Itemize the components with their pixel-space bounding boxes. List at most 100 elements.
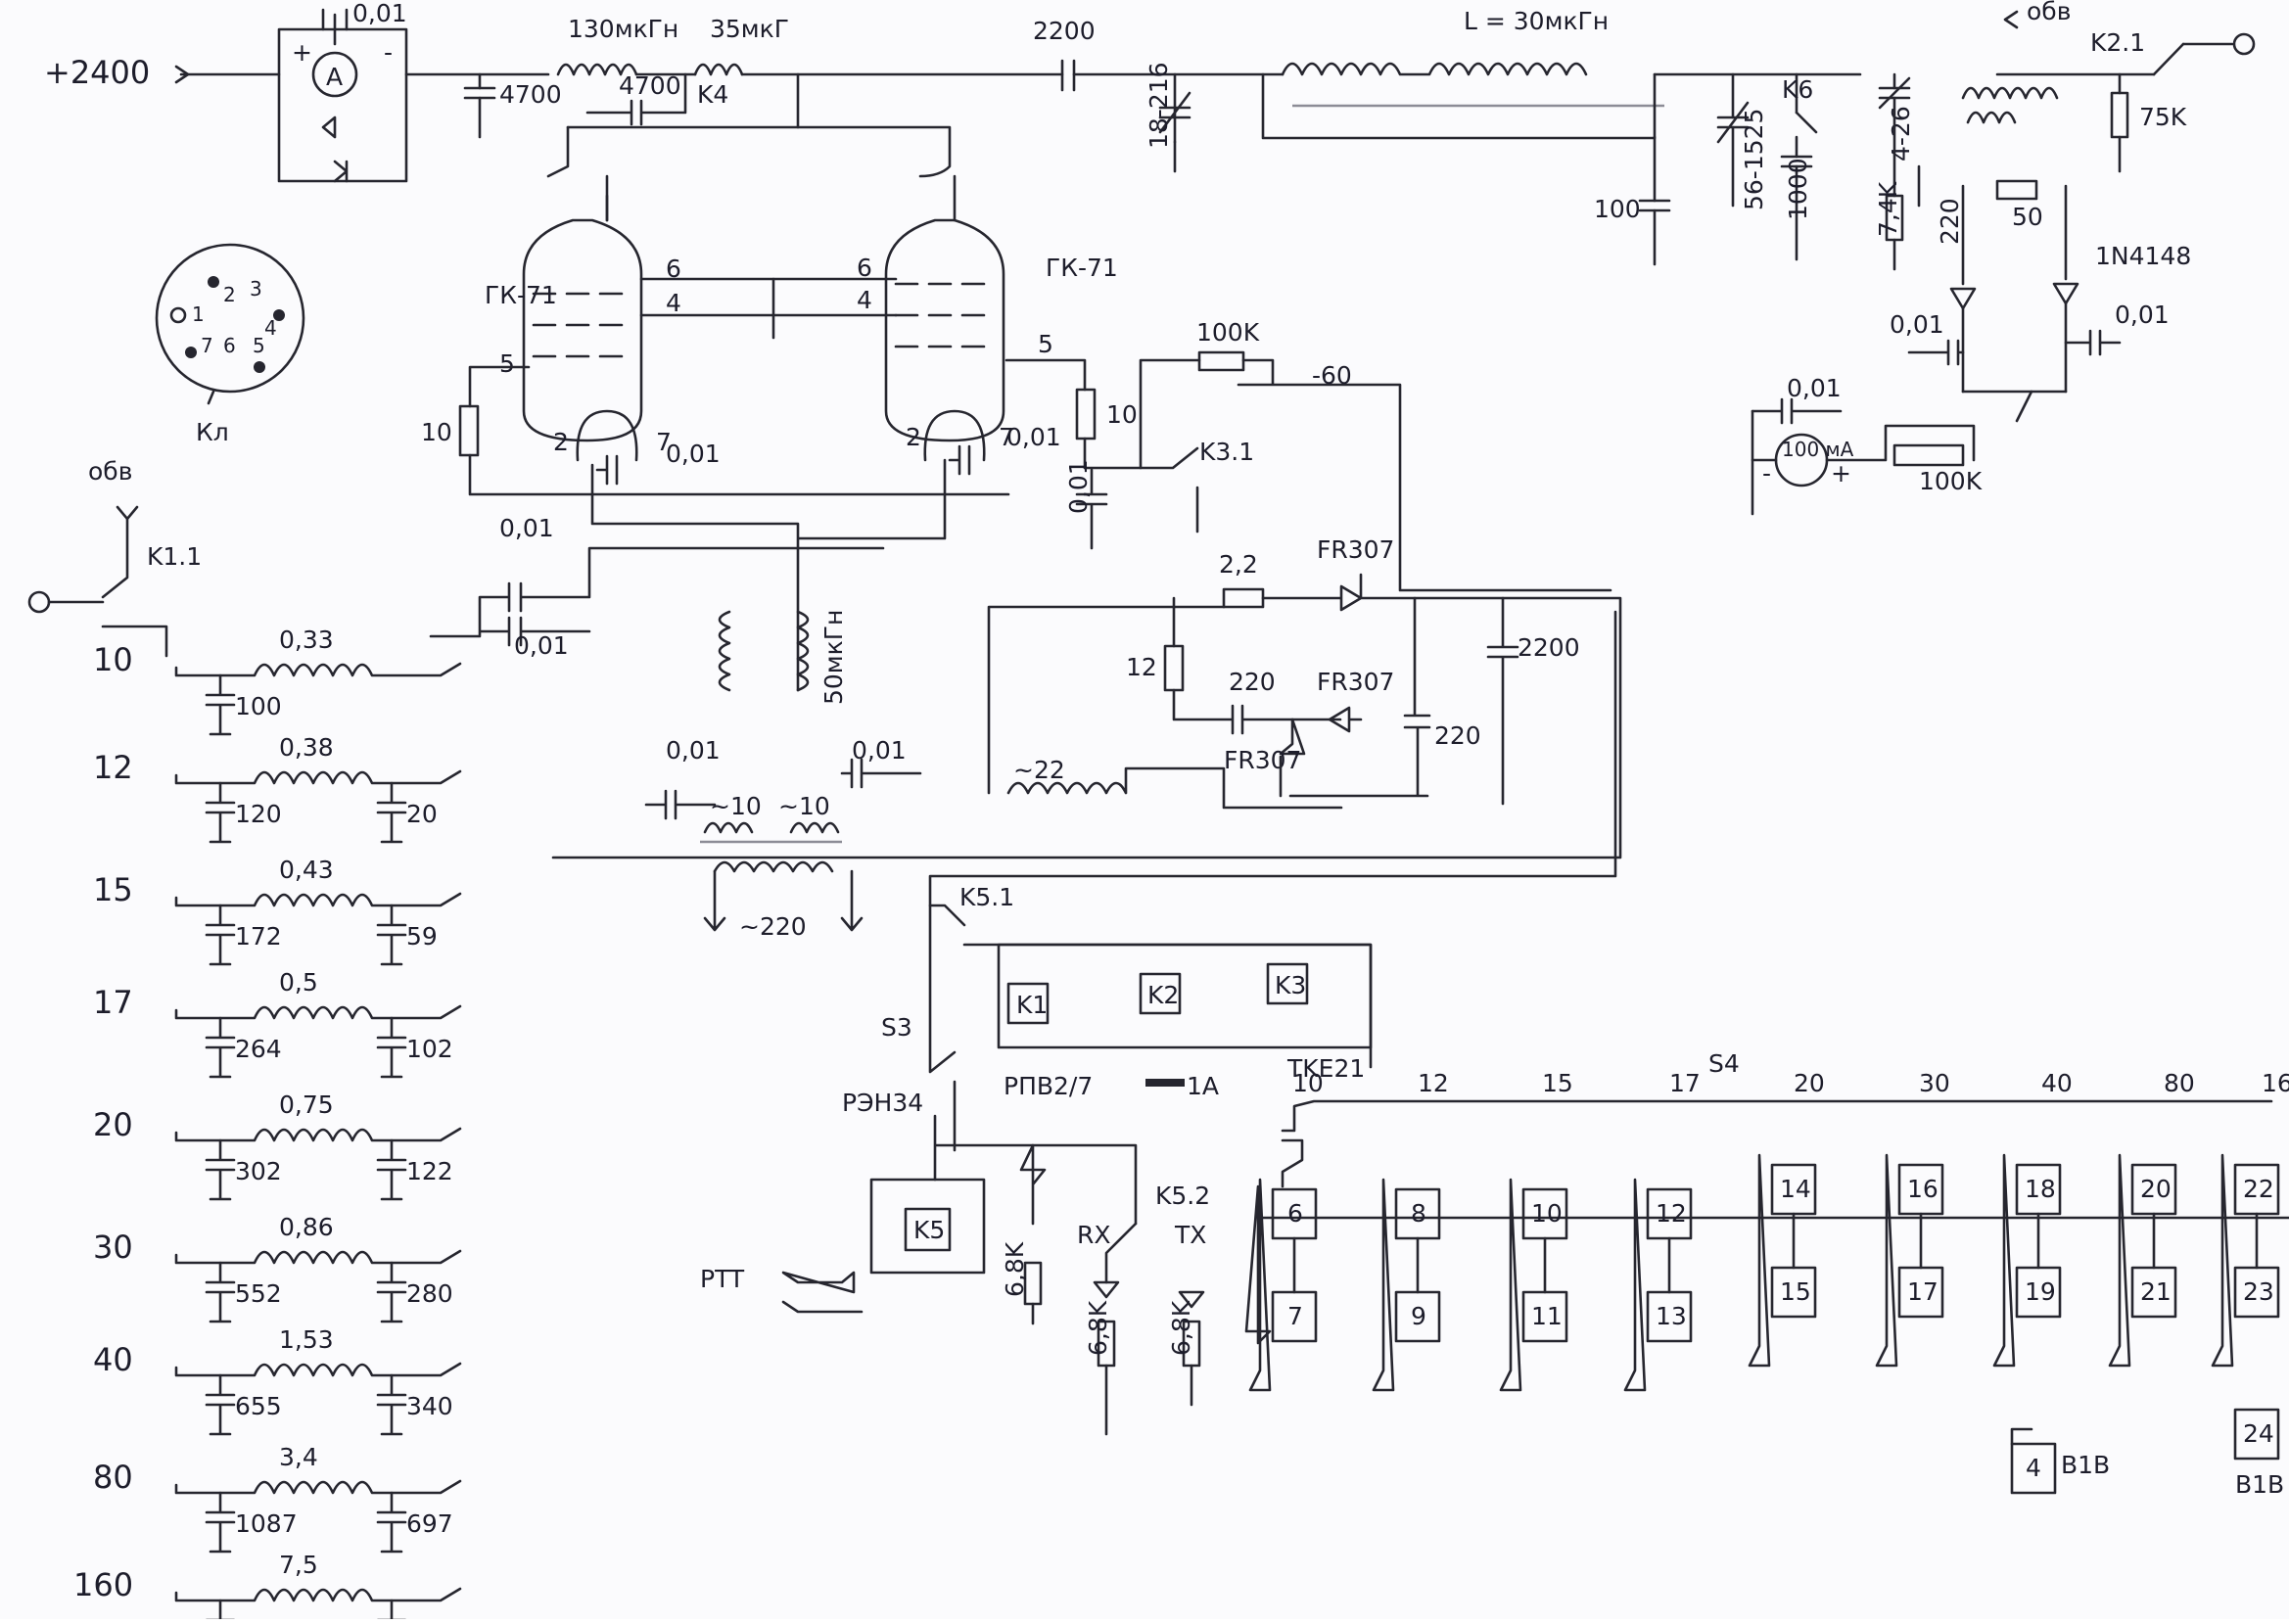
pi-filter-band-label: 30 — [93, 1229, 133, 1266]
band-relay-bottom-label: 21 — [2140, 1277, 2172, 1306]
bias-voltage-label: -60 — [1312, 361, 1352, 390]
band-relay-pair: 89 — [1372, 1178, 1441, 1392]
pi-filter-cin-label: 1087 — [235, 1509, 298, 1538]
band-relay-diode-icon — [1623, 1178, 1671, 1392]
socket-pin5: 5 — [253, 334, 265, 357]
bias-section: 100K -60 K3.1 0,01 — [1064, 318, 1612, 592]
relay-k3-type-label: TKE21 — [1286, 1054, 1365, 1083]
led-tx-icon — [1178, 1290, 1205, 1309]
r-2-2-label: 2,2 — [1219, 550, 1258, 579]
c-2200-psu-label: 2200 — [1518, 633, 1580, 662]
relay-k3-label: K3 — [1275, 971, 1306, 999]
pi-filter-inductor-label: 0,43 — [279, 856, 334, 884]
relay-k1-label: K1 — [1016, 991, 1048, 1019]
d1-label: FR307 — [1317, 535, 1394, 564]
pi-filter-cout-icon — [376, 1016, 407, 1079]
tube-right-envelope — [884, 218, 1005, 442]
swr-meter-minus: - — [1762, 459, 1771, 487]
band-relay-diode-icon — [1248, 1178, 1296, 1392]
band-switch-position-label: 40 — [2041, 1069, 2073, 1097]
pi-filter-inductor-icon — [174, 892, 462, 907]
ammeter-block — [277, 27, 408, 183]
band-relay-top-label: 14 — [1780, 1175, 1811, 1203]
input-c1-label: 0,01 — [499, 514, 554, 542]
d3-label: FR307 — [1224, 746, 1301, 774]
pi-filter-band-label: 160 — [73, 1566, 133, 1603]
tube-left-grid-resistor-icon — [458, 404, 480, 457]
swr-pot-label: 100K — [1919, 467, 1983, 495]
relay-4-coil — [2010, 1442, 2057, 1495]
pi-filter-inductor-label: 0,33 — [279, 626, 334, 654]
pi-filter-band-label: 40 — [93, 1341, 133, 1378]
tank-inductor-icon — [1281, 62, 1588, 76]
tube-left-label: ГК-71 — [485, 281, 557, 309]
relay-k51-label: K5.1 — [959, 883, 1014, 911]
pi-filter-cout-label: 340 — [406, 1392, 453, 1420]
band-relay-top-label: 12 — [1656, 1199, 1687, 1228]
swr-meter-label: 100 мА — [1782, 438, 1854, 461]
r-12-icon — [1163, 644, 1185, 692]
trim-cap-label: 4-26 — [1887, 106, 1915, 162]
pi-filter-inductor-icon — [174, 1362, 462, 1377]
pi-filter-cin-icon — [205, 1138, 236, 1201]
band-switch-position-label: 160 — [2262, 1069, 2289, 1097]
band-switch-position-label: 80 — [2164, 1069, 2195, 1097]
pi-filter-band-label: 80 — [93, 1459, 133, 1496]
band-relay-top-label: 18 — [2025, 1175, 2056, 1203]
psu-winding-label: ~22 — [1013, 756, 1065, 784]
load-cap-label: 56-1525 — [1740, 109, 1768, 210]
c-2200-psu-icon — [1486, 596, 1519, 806]
band-relay-pair: 14 15 — [1748, 1153, 1817, 1368]
pi-filter-inductor-label: 3,4 — [279, 1443, 318, 1471]
pi-filter-cout-icon — [376, 1373, 407, 1436]
mains-primary-icon — [713, 860, 834, 873]
socket-icon — [155, 243, 305, 394]
tube-right-label: ГК-71 — [1046, 254, 1118, 282]
tank-inductor-label: L = 30мкГн — [1464, 7, 1609, 35]
band-relay-bottom-label: 19 — [2025, 1277, 2056, 1306]
rx-label: RX — [1077, 1221, 1111, 1249]
pi-filter-cout-icon — [376, 1261, 407, 1323]
filament-secondary-icon — [703, 821, 840, 834]
relay-k11-label: K1.1 — [147, 542, 202, 571]
socket-pin6: 6 — [223, 334, 236, 357]
pi-filter-cout-label: 280 — [406, 1279, 453, 1308]
supply-voltage-label: +2400 — [44, 54, 150, 91]
filament-cap-left-icon — [644, 789, 717, 820]
pi-filter-cin-icon — [205, 1016, 236, 1079]
supply-section: +2400 A + - 0,01 4700 130мкГн 35мкГ 4700… — [44, 0, 2256, 266]
band-relay-diode-icon — [1372, 1178, 1420, 1392]
pi-filter-band-label: 10 — [93, 641, 133, 678]
swr-meter-cap-label: 0,01 — [1787, 374, 1842, 402]
band-switch-bus — [1281, 1099, 2273, 1133]
band-switch-matrix: 1012151720304080160678910111213141516171… — [1248, 1069, 2289, 1499]
pi-filter-inductor-icon — [174, 1127, 462, 1142]
band-relay-diode-icon — [1748, 1153, 1796, 1368]
supply-label-left: B1B — [2061, 1451, 2110, 1479]
tube-right-cathode — [923, 409, 986, 462]
pi-filter-inductor-icon — [174, 1587, 462, 1602]
control-section: K5.1 S3 K1 K2 K3 РПВ2/7 1А TKE21 РЭН34 K… — [700, 610, 2289, 1436]
tube-left-pin5: 5 — [499, 349, 515, 378]
c-220-swr-label: 220 — [1936, 198, 1964, 245]
ammeter-label: A — [326, 63, 343, 91]
band-relay-pair: 67 — [1248, 1178, 1318, 1392]
pi-filter-cin-icon — [205, 1261, 236, 1323]
swr-meter-cap-icon — [1751, 397, 1843, 425]
band-relay-top-label: 20 — [2140, 1175, 2172, 1203]
relay-k1-type-label: РПВ2/7 — [1004, 1072, 1093, 1100]
band-relay-bottom-label: 15 — [1780, 1277, 1811, 1306]
tube-right-pin6: 6 — [857, 254, 872, 282]
pi-filter-cin-label: 120 — [235, 800, 282, 828]
fuse-icon — [1145, 1079, 1185, 1087]
c-4700-label: 4700 — [499, 80, 562, 109]
pi-filter-cin-label: 552 — [235, 1279, 282, 1308]
anode-parallel-cap-icon — [585, 72, 687, 126]
c-220b-label: 220 — [1434, 721, 1481, 750]
